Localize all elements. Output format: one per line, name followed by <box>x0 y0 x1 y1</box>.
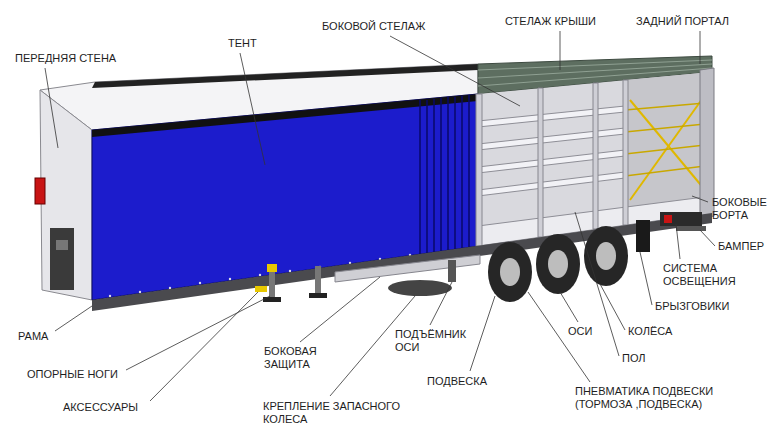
part-label: КОЛЁСА <box>628 325 672 338</box>
front-wall <box>40 90 92 300</box>
side-rack <box>478 106 625 196</box>
rear-lights-box <box>660 212 702 226</box>
leg-foot <box>263 297 281 302</box>
tarp-folds <box>420 95 469 254</box>
part-label: ПОДВЕСКА <box>427 375 487 388</box>
part-label: АКСЕССУАРЫ <box>63 401 138 414</box>
mudflap <box>636 220 650 252</box>
front-coupling <box>50 228 74 290</box>
roof-edge <box>92 64 478 88</box>
rack-posts <box>476 80 628 246</box>
rear-light <box>664 215 672 223</box>
axle-lift <box>448 260 456 282</box>
part-label: ПЕРЕДНЯЯ СТЕНА <box>15 52 116 65</box>
part-label: ПОЛ <box>622 352 646 365</box>
part-label: ПНЕВМАТИКА ПОДВЕСКИ (ТОРМОЗА ,ПОДВЕСКА) <box>575 385 733 411</box>
rear-slats <box>625 103 705 176</box>
accessory-box <box>255 286 267 292</box>
part-label: БОКОВОЙ СТЕЛАЖ <box>322 20 425 33</box>
front-coupling-detail <box>56 240 68 250</box>
roof-rack-bar <box>478 60 712 70</box>
part-label: СТЕЛАЖ КРЫШИ <box>505 15 596 28</box>
part-label: ОСИ <box>568 325 592 338</box>
landing-leg <box>269 272 275 298</box>
part-label: КРЕПЛЕНИЕ ЗАПАСНОГО КОЛЕСА <box>263 400 415 426</box>
rear-portal <box>700 68 714 218</box>
interior <box>478 72 712 246</box>
part-label: БАМПЕР <box>718 240 764 253</box>
part-label: ПОДЪЁМНИК ОСИ <box>395 328 475 354</box>
leg-foot <box>309 293 327 298</box>
part-label: БРЫЗГОВИКИ <box>655 300 729 313</box>
part-label: РАМА <box>18 330 48 343</box>
wheels <box>488 226 628 302</box>
bumper <box>676 226 706 231</box>
part-label: ЗАДНИЙ ПОРТАЛ <box>636 15 729 28</box>
frame <box>92 213 712 311</box>
spare-wheel <box>388 280 452 296</box>
side-protection <box>335 255 480 282</box>
cargo-straps <box>630 95 705 200</box>
part-label: ТЕНТ <box>228 37 257 50</box>
part-label: БОКОВАЯ ЗАЩИТА <box>264 345 332 371</box>
part-label: ОПОРНЫЕ НОГИ <box>27 368 118 381</box>
part-label: СИСТЕМА ОСВЕЩЕНИЯ <box>663 262 745 288</box>
landing-leg <box>315 266 321 294</box>
part-label: БОКОВЫЕ БОРТА <box>712 196 774 222</box>
leg-marker <box>267 264 277 272</box>
front-light <box>35 178 45 204</box>
leader-lines <box>45 31 715 401</box>
